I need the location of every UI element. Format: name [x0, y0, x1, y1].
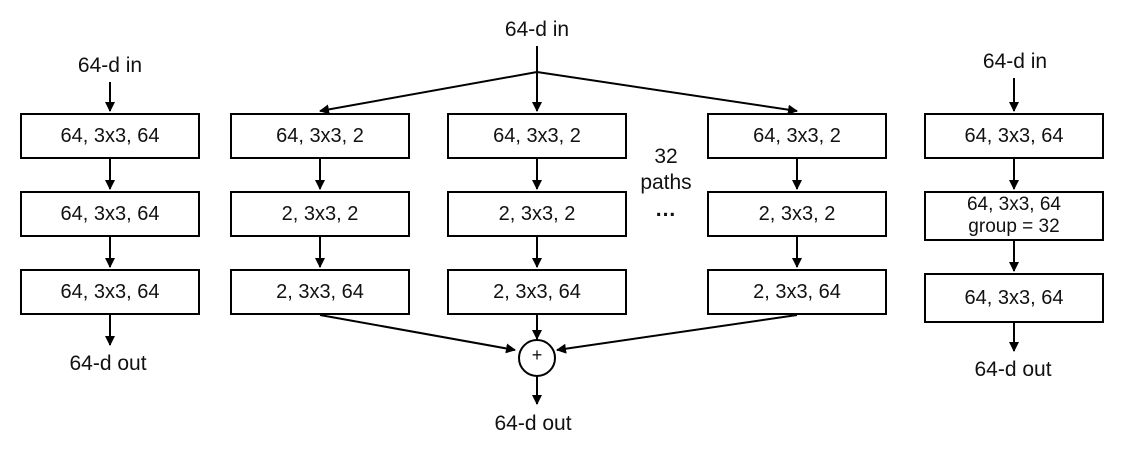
right-layer-2-grouped: 64, 3x3, 64 group = 32 [924, 191, 1104, 241]
merge-arrow-right [556, 314, 798, 354]
path2-layer-2: 2, 3x3, 2 [447, 191, 627, 237]
path3-layer-2: 2, 3x3, 2 [707, 191, 887, 237]
path3-layer-1: 64, 3x3, 2 [707, 113, 887, 159]
right-layer-2-group: group = 32 [968, 216, 1060, 237]
left-input-label: 64-d in [77, 54, 143, 77]
middle-input-label: 64-d in [504, 18, 570, 41]
left-output-label: 64-d out [69, 352, 147, 375]
path1-layer-2: 2, 3x3, 2 [230, 191, 410, 237]
sum-symbol: + [531, 345, 543, 365]
path1-layer-1: 64, 3x3, 2 [230, 113, 410, 159]
paths-word-label: paths [640, 171, 692, 194]
path2-layer-1: 64, 3x3, 2 [447, 113, 627, 159]
split-arrow-right [536, 71, 798, 115]
split-arrow-left [319, 71, 538, 115]
paths-count-label: 32 [654, 145, 678, 168]
left-layer-2: 64, 3x3, 64 [20, 191, 200, 237]
right-output-label: 64-d out [974, 358, 1052, 381]
path1-layer-3: 2, 3x3, 64 [230, 269, 410, 315]
merge-arrow-left [319, 314, 516, 354]
right-layer-2-spec: 64, 3x3, 64 [966, 194, 1062, 215]
path2-layer-3: 2, 3x3, 64 [447, 269, 627, 315]
path3-layer-3: 2, 3x3, 64 [707, 269, 887, 315]
right-input-label: 64-d in [982, 50, 1048, 73]
middle-output-label: 64-d out [494, 412, 572, 435]
paths-ellipsis: ... [655, 198, 677, 221]
right-layer-1: 64, 3x3, 64 [924, 113, 1104, 159]
left-layer-1: 64, 3x3, 64 [20, 113, 200, 159]
right-layer-3: 64, 3x3, 64 [924, 273, 1104, 323]
left-layer-3: 64, 3x3, 64 [20, 269, 200, 315]
